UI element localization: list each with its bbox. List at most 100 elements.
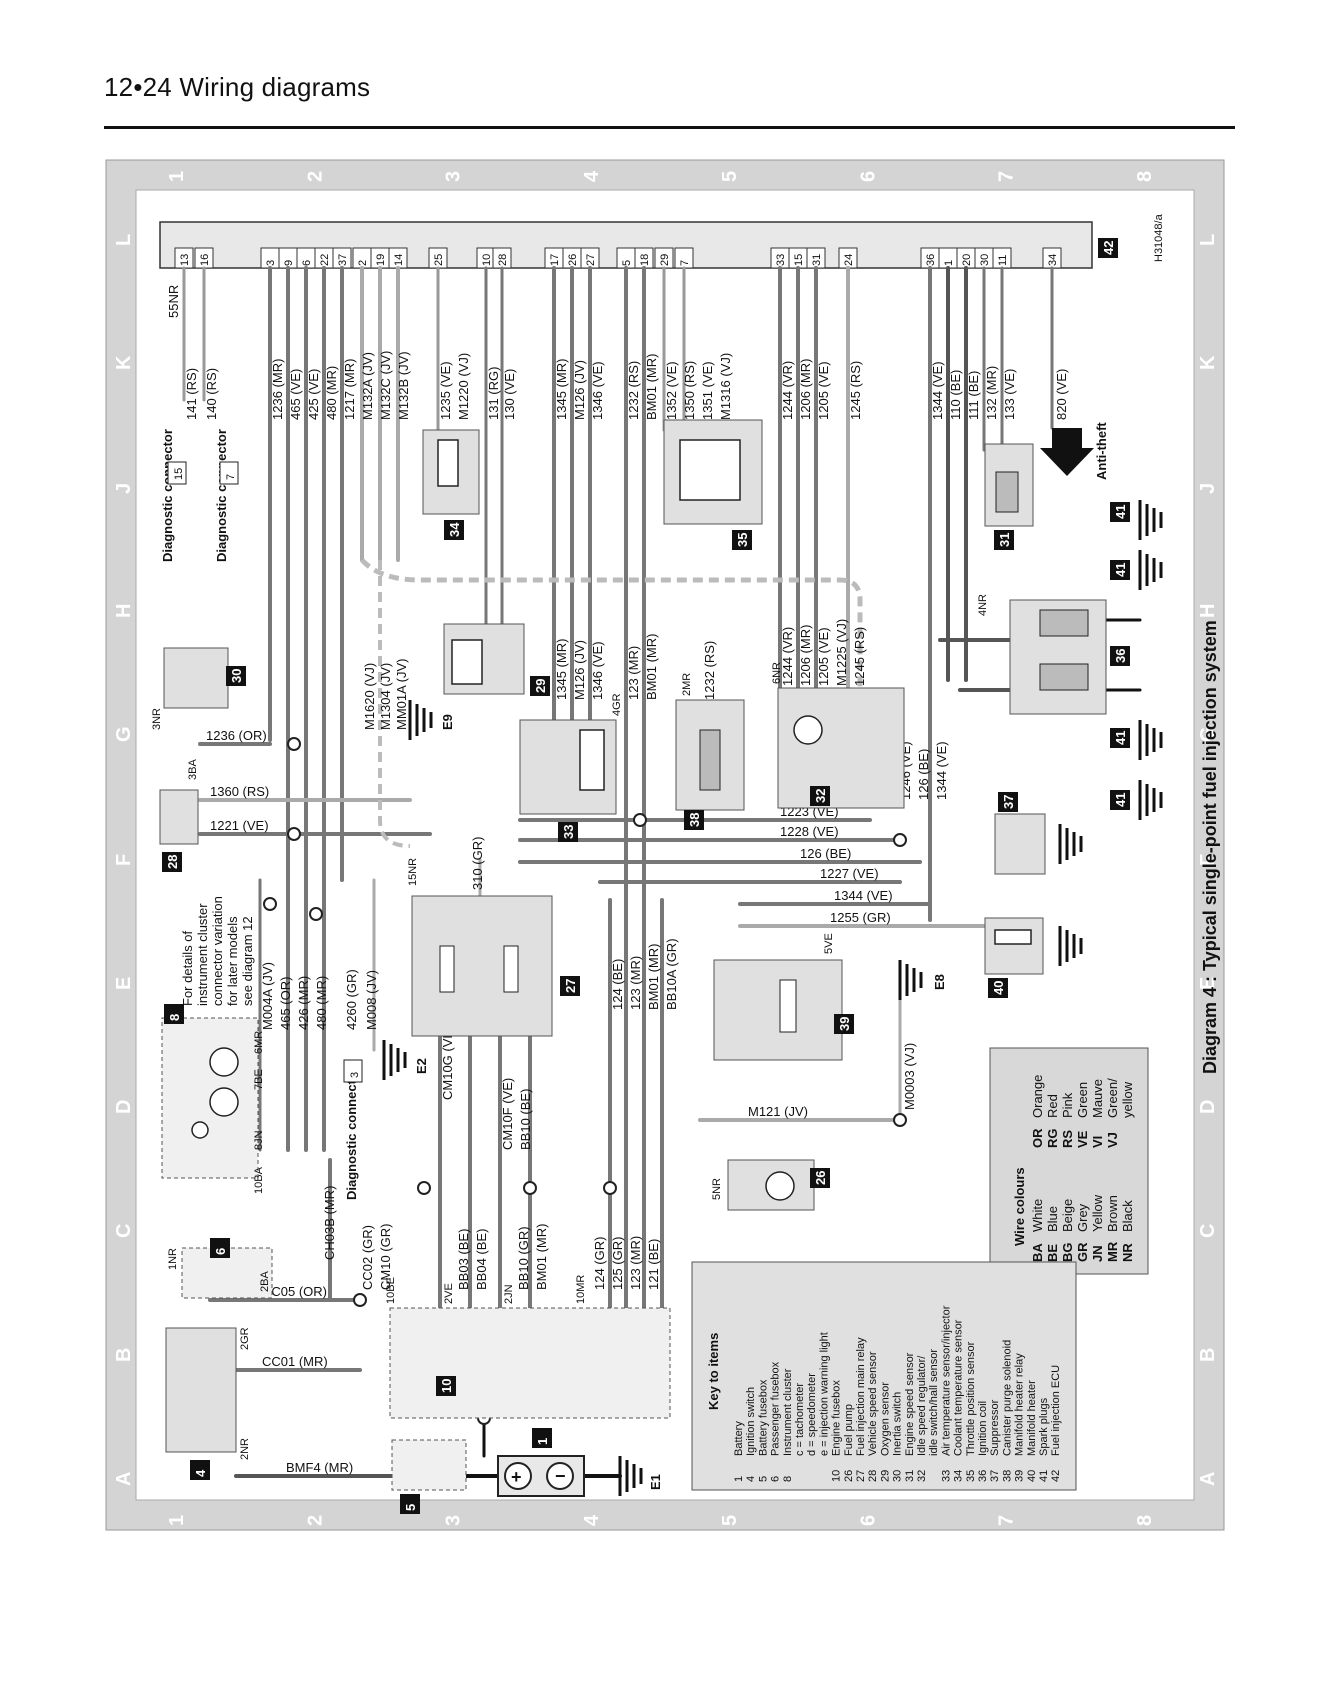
comp-29-element <box>451 639 483 685</box>
key-text-13: Inertia switch <box>892 1392 904 1456</box>
lower-wire-11: CM10G (VE) <box>440 1026 455 1100</box>
grid-row-right-J: J <box>1197 483 1219 494</box>
tag-box-41-extra-0 <box>1110 560 1130 580</box>
key-text-6: d = speedometer <box>806 1373 818 1456</box>
tag-box-33 <box>558 822 578 842</box>
key-text-11: Vehicle speed sensor <box>867 1351 879 1456</box>
top-wire-labels-a: 141 (RS)140 (RS)1236 (MR)465 (VE)425 (VE… <box>184 351 733 420</box>
wire-colour-table-box <box>989 1047 1149 1275</box>
lower-wire-18: BB04 (BE) <box>474 1229 489 1290</box>
tag-label-40: 40 <box>991 981 1006 995</box>
ref-code: H31048/a <box>1153 213 1165 262</box>
mid-wire-10: 1206 (MR) <box>798 625 813 686</box>
grid-row-right-F: F <box>1197 854 1219 866</box>
grid-col-bottom-6: 6 <box>857 1515 879 1526</box>
conn-5NR: 5NR <box>711 1178 723 1200</box>
ecu-pin-label-left-16: 5 <box>621 260 633 266</box>
tag-box-34 <box>444 520 464 540</box>
diagram-title: Diagram 4 : Typical single-point fuel in… <box>1200 620 1220 1074</box>
key-text-15: Idle speed regulator/ <box>916 1355 928 1456</box>
wc-name-8: Red <box>1045 1094 1060 1118</box>
top-wire-a-0: 141 (RS) <box>184 368 199 420</box>
grid-col-top-6: 6 <box>857 171 879 182</box>
key-text-16: idle switch/hall sensor <box>928 1349 940 1456</box>
key-text-8: Engine fusebox <box>831 1380 843 1456</box>
ground-e8-label: E8 <box>932 974 947 990</box>
comp-27-coil-a <box>439 945 455 993</box>
wc-name-2: Beige <box>1060 1199 1075 1232</box>
ecu-pin-label-right-0: 33 <box>775 254 787 266</box>
comp-32-box <box>777 687 905 809</box>
ecu-pin-label-right-4: 36 <box>925 254 937 266</box>
lower-wire-9: BM01 (MR) <box>646 944 661 1010</box>
ground-spark-3 <box>1138 720 1163 760</box>
grid-row-left-E: E <box>113 977 135 990</box>
key-title: Key to items <box>706 1333 721 1410</box>
ecu-pin-label-left-1: 16 <box>199 254 211 266</box>
lower-wire-5: M008 (JV) <box>364 970 379 1030</box>
tag-label-31: 31 <box>997 533 1012 547</box>
horiz-wire-11: BMF4 (MR) <box>286 1460 353 1475</box>
tag-box-26 <box>810 1168 830 1188</box>
lower-wire-19: BB10 (GR) <box>516 1226 531 1290</box>
conn-10MR: 10MR <box>575 1275 587 1304</box>
ground-e1 <box>618 1456 643 1496</box>
wc-name-9: Pink <box>1060 1092 1075 1118</box>
top-wire-a-5: 480 (MR) <box>324 366 339 420</box>
top-wire-b-7: 132 (MR) <box>984 366 999 420</box>
top-wire-b-9: 820 (VE) <box>1054 369 1069 420</box>
key-num-4: 8 <box>782 1476 794 1482</box>
tag-label-33: 33 <box>561 825 576 839</box>
key-num-3: 6 <box>770 1476 782 1482</box>
mid-wire-15: 126 (BE) <box>916 749 931 800</box>
conn-2BA: 2BA <box>259 1271 271 1292</box>
lower-wire-13: BB10 (BE) <box>518 1089 533 1150</box>
ground-e9 <box>408 700 433 740</box>
battery-minus-symbol: − <box>555 1466 566 1486</box>
key-text-0: Battery <box>733 1421 745 1456</box>
wire-shared-trunk-2 <box>378 560 411 848</box>
key-num-0: 1 <box>733 1476 745 1482</box>
ecu-pin-label-right-9: 34 <box>1047 254 1059 266</box>
mid-wire-8: 1232 (RS) <box>702 641 717 700</box>
comp-1-negative <box>546 1462 574 1490</box>
ecu-pin-label-left-19: 7 <box>679 260 691 266</box>
tag-box-40 <box>988 978 1008 998</box>
wc-name-0: White <box>1030 1199 1045 1232</box>
wc-code-4: JN <box>1090 1245 1105 1262</box>
ecu-pin-label-left-15: 27 <box>585 254 597 266</box>
wire-junction-11 <box>893 1113 907 1127</box>
lower-wire-24: 121 (BE) <box>646 1239 661 1290</box>
tag-box-41-extra-1 <box>1110 728 1130 748</box>
comp-8-warning-light <box>191 1121 209 1139</box>
comp-4-box <box>165 1327 237 1453</box>
key-num-21: 37 <box>989 1470 1001 1482</box>
key-num-15: 32 <box>916 1470 928 1482</box>
ecu-pin-label-left-11: 10 <box>481 254 493 266</box>
grid-col-bottom-1: 1 <box>166 1515 188 1526</box>
comp-8-speedometer <box>209 1047 239 1077</box>
grid-row-left-C: C <box>113 1224 135 1238</box>
lower-wire-15: CC02 (GR) <box>360 1225 375 1290</box>
lower-wire-10: BB10A (GR) <box>664 938 679 1010</box>
tag-box-1 <box>532 1428 552 1448</box>
ground-e9-label: E9 <box>440 714 455 730</box>
wc-name-1: Blue <box>1045 1206 1060 1232</box>
wire-shared-trunk <box>360 558 863 690</box>
ecu-pin-label-right-2: 31 <box>811 254 823 266</box>
mid-wire-6: 123 (MR) <box>626 646 641 700</box>
diag-connector-15-box <box>167 461 187 485</box>
mid-wire-5: 1346 (VE) <box>590 641 605 700</box>
diag-connector-3-box <box>343 1059 363 1083</box>
cluster-note-line-3: connector variation <box>210 896 225 1006</box>
key-num-1: 4 <box>745 1476 757 1482</box>
tag-label-10: 10 <box>439 1379 454 1393</box>
lower-wire-17: BB03 (BE) <box>456 1229 471 1290</box>
tag-label-36: 36 <box>1113 649 1128 663</box>
wc-name-4: Yellow <box>1090 1194 1105 1232</box>
wc-code-6: NR <box>1120 1243 1135 1262</box>
wc-code-9: RS <box>1060 1130 1075 1148</box>
lower-wire-20: BM01 (MR) <box>534 1224 549 1290</box>
comp-37-box <box>994 813 1046 875</box>
ecu-pin-label-left-10: 25 <box>433 254 445 266</box>
